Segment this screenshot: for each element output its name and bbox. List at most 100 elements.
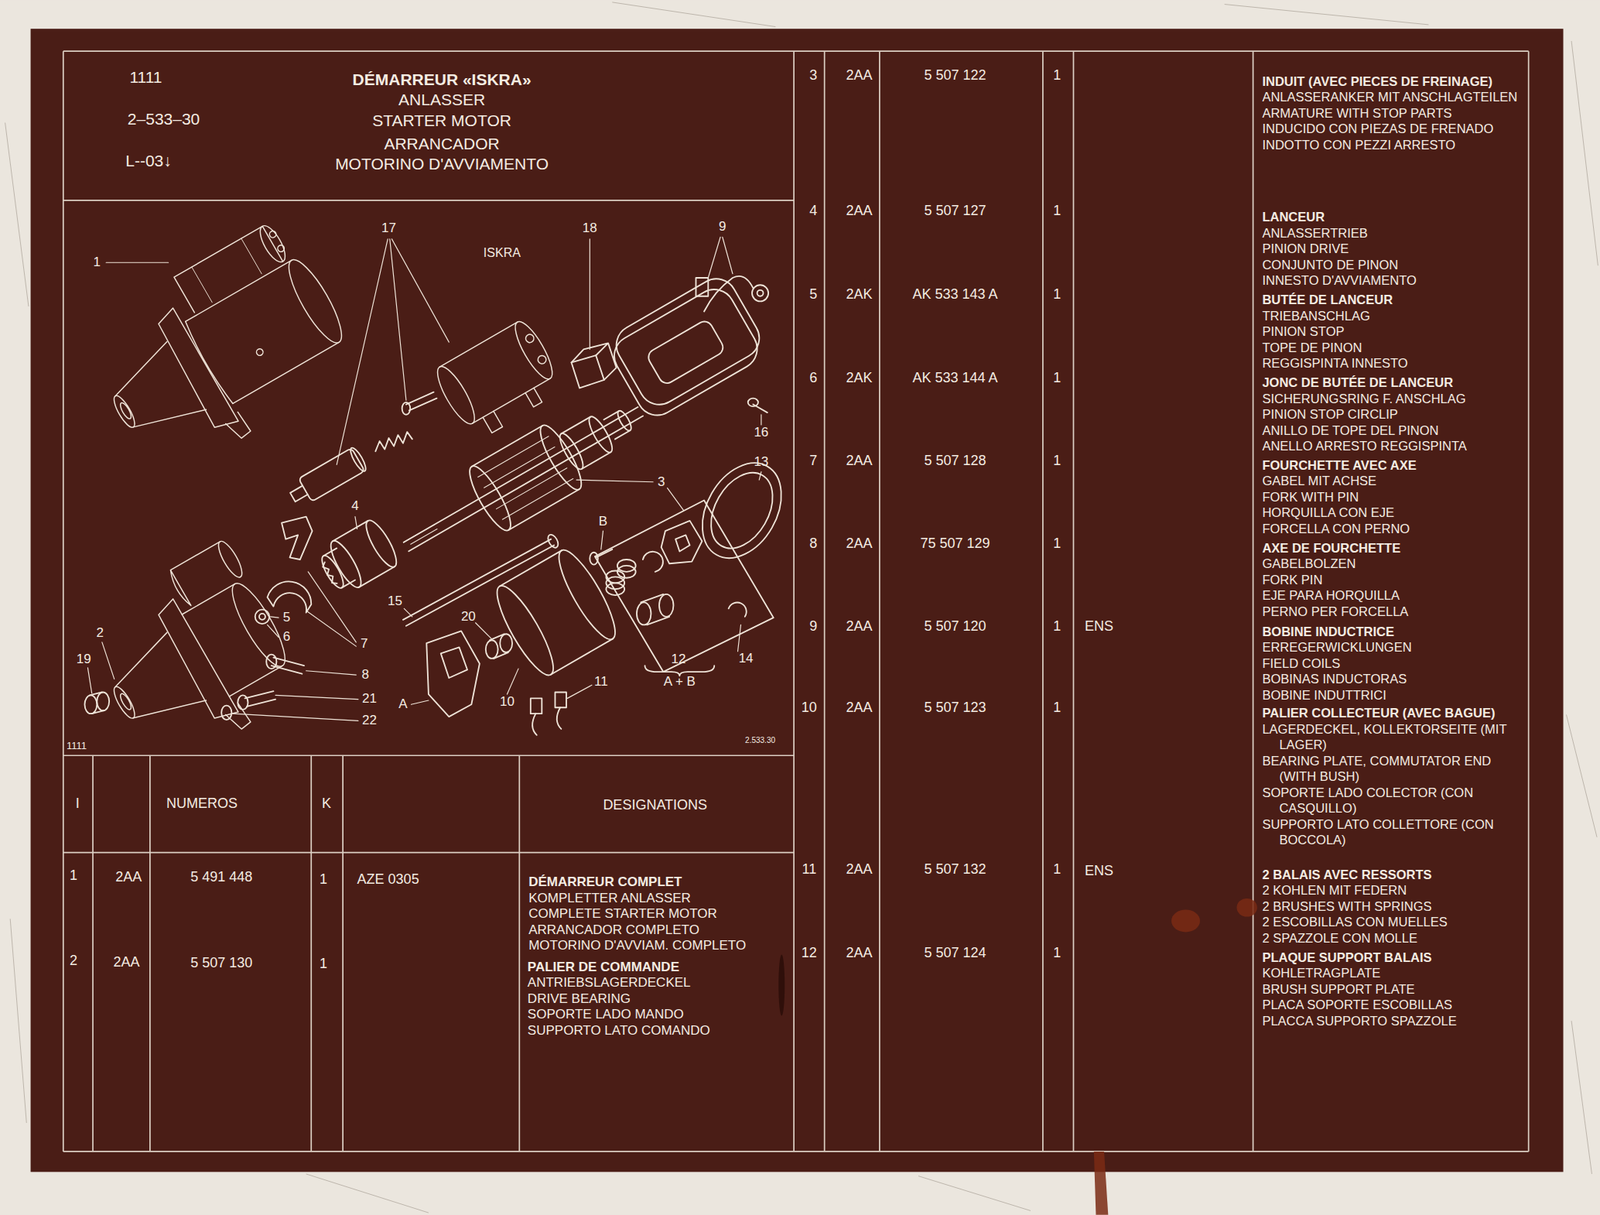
- table-cell: 1: [319, 871, 328, 888]
- parts-box: [594, 500, 774, 673]
- table-cell: 5 491 448: [190, 869, 253, 886]
- designation-text: KOMPLETTER ANLASSER: [528, 890, 792, 907]
- designation-text: ANTRIEBSLAGERDECKEL: [527, 974, 791, 992]
- callout-number: 15: [387, 593, 403, 609]
- designation-text: PINION STOP: [1261, 323, 1527, 340]
- table-cell: 5 507 128: [923, 453, 986, 469]
- designation-text: 2 SPAZZOLE CON MOLLE: [1261, 929, 1527, 947]
- callout-number: A: [398, 697, 407, 712]
- designation-text: SUPPORTO LATO COMANDO: [527, 1022, 791, 1040]
- table-cell: 10: [801, 700, 818, 716]
- table-cell: 2AA: [845, 536, 872, 552]
- screw-head: [748, 398, 759, 407]
- title-text: DÉMARREUR «ISKRA»: [352, 70, 532, 89]
- table-frame: [63, 51, 1529, 1152]
- table-cell: 2AA: [845, 203, 872, 219]
- drive-bearing: [73, 538, 312, 777]
- table-cell: 2AK: [845, 370, 872, 387]
- fork: [281, 516, 313, 560]
- designation-text: BRUSH SUPPORT PLATE: [1261, 981, 1527, 998]
- callout-number: B: [598, 514, 608, 530]
- table-cell: 1: [1052, 700, 1061, 716]
- designation-text: FIELD COILS: [1261, 655, 1527, 672]
- table-cell: 3: [809, 68, 818, 84]
- end-cover-rim: [698, 461, 786, 560]
- callout-number: 7: [360, 636, 368, 652]
- designation-text: ERREGERWICKLUNGEN: [1261, 639, 1527, 656]
- bush: [489, 633, 509, 659]
- table-cell: 2AK: [845, 287, 872, 303]
- brush-holder: [426, 630, 480, 717]
- designation-text: SUPPORTO LATO COLLETTORE (CON BOCCOLA): [1261, 816, 1527, 848]
- bushing-end: [96, 691, 110, 711]
- table-cell: 5 507 124: [923, 945, 986, 961]
- designation-cell: 2 BALAIS AVEC RESSORTS2 KOHLEN MIT FEDER…: [1261, 866, 1527, 947]
- table-cell: 6: [809, 370, 818, 387]
- designation-text: ANILLO DE TOPE DEL PINON: [1261, 422, 1527, 439]
- bush-end: [636, 601, 651, 625]
- designation-cell: INDUIT (AVEC PIECES DE FREINAGE)ANLASSER…: [1261, 73, 1527, 154]
- designation-text: PINION STOP CIRCLIP: [1261, 406, 1527, 423]
- column-header: I: [75, 796, 80, 812]
- designation-text: HORQUILLA CON EJE: [1261, 504, 1527, 521]
- designation-text: REGGISPINTA INNESTO: [1261, 355, 1527, 372]
- bolt: [245, 690, 277, 707]
- table-cell: 1: [1052, 945, 1061, 961]
- rubber-block: [571, 342, 617, 388]
- table-cell: 12: [801, 945, 818, 961]
- designation-text: 2 BALAIS AVEC RESSORTS: [1261, 866, 1527, 883]
- pinion-drive: [314, 516, 402, 599]
- designation-text: INDUIT (AVEC PIECES DE FREINAGE): [1261, 73, 1527, 90]
- solenoid: [430, 317, 568, 445]
- washer: [221, 705, 232, 720]
- callout-number: 14: [738, 650, 754, 666]
- column-header: NUMEROS: [166, 796, 238, 812]
- bolt-head: [237, 694, 248, 709]
- designation-text: 2 BRUSHES WITH SPRINGS: [1261, 898, 1527, 915]
- callout-number: 13: [753, 454, 769, 470]
- column-header: K: [321, 796, 332, 812]
- designation-text: PLAQUE SUPPORT BALAIS: [1261, 949, 1527, 966]
- circlip: [255, 609, 270, 624]
- designation-text: PALIER COLLECTEUR (AVEC BAGUE): [1261, 704, 1527, 722]
- table-cell: 2AA: [845, 68, 872, 84]
- designation-text: INDOTTO CON PEZZI ARRESTO: [1261, 136, 1527, 154]
- designation-text: MOTORINO D'AVVIAM. COMPLETO: [528, 937, 792, 954]
- terminal: [752, 284, 769, 301]
- through-bolt-head: [546, 533, 561, 550]
- spring: [375, 431, 412, 452]
- designation-text: SOPORTE LADO COLECTOR (CON CASQUILLO): [1261, 784, 1527, 817]
- designation-text: TRIEBANSCHLAG: [1261, 307, 1527, 325]
- column-header: DESIGNATIONS: [602, 797, 708, 814]
- clip: [728, 602, 747, 617]
- armature: [387, 379, 659, 579]
- heading-line: ANLASSER: [398, 91, 486, 110]
- catalog-code: L--03↓: [125, 152, 172, 171]
- heading-line: STARTER MOTOR: [372, 111, 512, 130]
- table-cell: 2AA: [845, 861, 872, 878]
- callout-number: 5: [283, 610, 291, 626]
- callout-number: 1111: [66, 740, 87, 752]
- table-cell: 5: [809, 287, 818, 303]
- designation-text: DÉMARREUR COMPLET: [528, 874, 792, 891]
- designation-text: TOPE DE PINON: [1261, 339, 1527, 356]
- table-cell: 1: [1052, 861, 1061, 878]
- designation-text: DRIVE BEARING: [527, 991, 791, 1008]
- designation-text: BOBINE INDUCTRICE: [1261, 623, 1527, 640]
- designation-text: 2 ESCOBILLAS CON MUELLES: [1261, 913, 1527, 930]
- callout-number: 19: [76, 652, 92, 667]
- table-cell: 5 507 132: [923, 861, 986, 878]
- designation-text: COMPLETE STARTER MOTOR: [528, 905, 792, 923]
- table-cell: 11: [802, 861, 818, 878]
- designation-text: SICHERUNGSRING F. ANSCHLAG: [1261, 390, 1527, 407]
- callout-number: 16: [753, 425, 769, 441]
- designation-text: BOBINE INDUTTRICI: [1261, 687, 1527, 704]
- designation-cell: DÉMARREUR COMPLETKOMPLETTER ANLASSERCOMP…: [528, 874, 792, 954]
- designation-text: PINION DRIVE: [1261, 240, 1527, 257]
- callout-number: 11: [594, 674, 609, 690]
- bolt-head: [402, 402, 411, 415]
- table-cell: AK 533 143 A: [912, 287, 998, 303]
- callout-number: 4: [351, 499, 359, 514]
